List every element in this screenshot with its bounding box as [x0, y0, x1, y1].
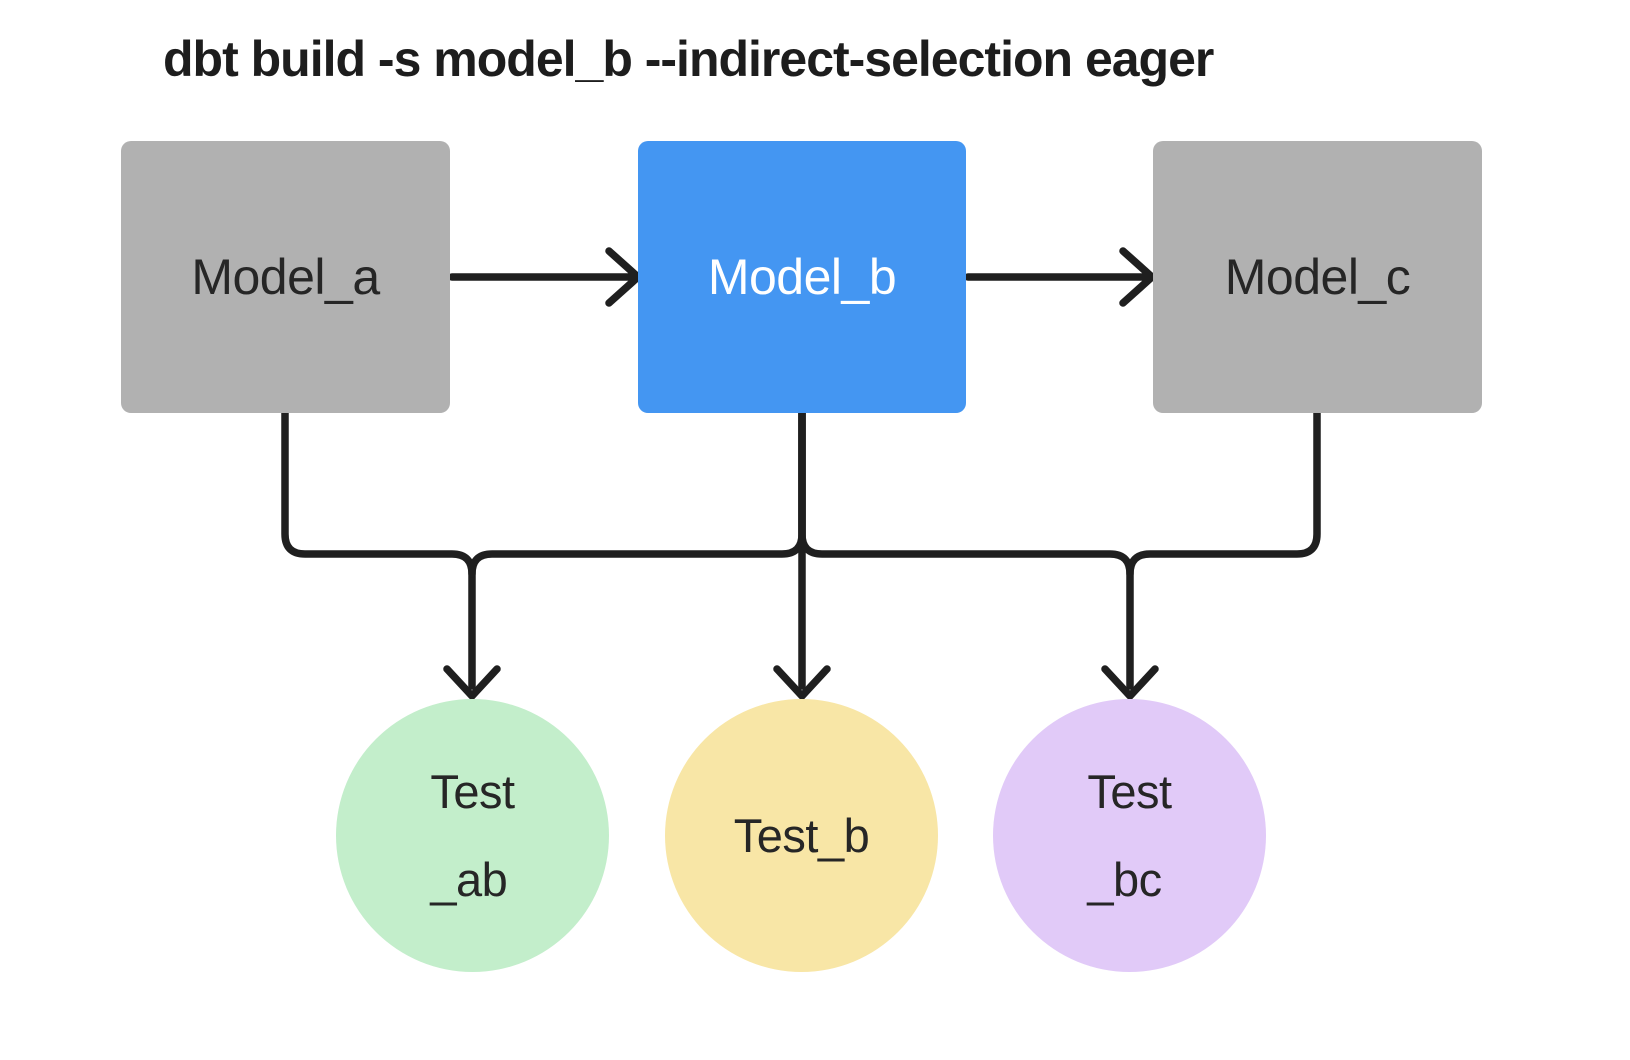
node-model-c-label: Model_c	[1224, 249, 1411, 305]
diagram-title: dbt build -s model_b --indirect-selectio…	[163, 31, 1214, 87]
node-test-ab-label: Test _ab	[430, 764, 515, 906]
node-model-c: Model_c	[1153, 141, 1482, 413]
node-test-bc: Test _bc	[993, 699, 1266, 972]
node-test-bc-label: Test _bc	[1087, 764, 1172, 906]
test-ab-arrowhead-icon	[443, 665, 501, 700]
node-model-b-label: Model_b	[707, 249, 897, 305]
node-model-a: Model_a	[121, 141, 450, 413]
node-model-b: Model_b	[638, 141, 966, 413]
node-test-b-label: Test_b	[733, 808, 870, 862]
model-b-to-test-bc-edge	[798, 409, 1134, 690]
node-model-a-label: Model_a	[191, 249, 380, 305]
model-a-to-model-b-arrow	[448, 247, 642, 307]
model-b-to-test-ab-edge	[468, 409, 806, 578]
test-b-arrowhead-icon	[773, 665, 831, 700]
model-b-to-model-c-arrow	[964, 247, 1156, 307]
node-test-ab: Test _ab	[336, 699, 609, 972]
node-test-b: Test_b	[665, 699, 938, 972]
model-a-to-test-ab-edge	[281, 409, 476, 690]
model-c-to-test-bc-edge	[1126, 409, 1321, 578]
test-bc-arrowhead-icon	[1101, 665, 1159, 700]
